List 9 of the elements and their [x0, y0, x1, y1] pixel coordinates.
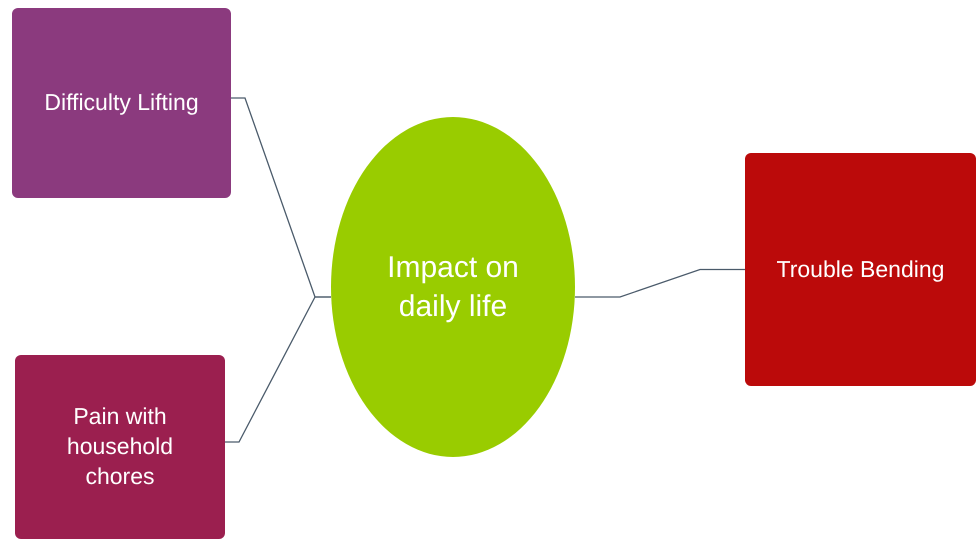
node-label: Difficulty Lifting: [44, 88, 199, 118]
node-label: Pain with household chores: [66, 402, 174, 491]
node-label: Impact on daily life: [386, 250, 520, 325]
subtopic-box: [745, 153, 976, 386]
connector-line: [225, 296, 331, 443]
subtopic-box: [15, 355, 225, 539]
node-label: Trouble Bending: [776, 254, 944, 284]
connector-line: [575, 268, 745, 298]
subtopic-box: [12, 8, 231, 198]
